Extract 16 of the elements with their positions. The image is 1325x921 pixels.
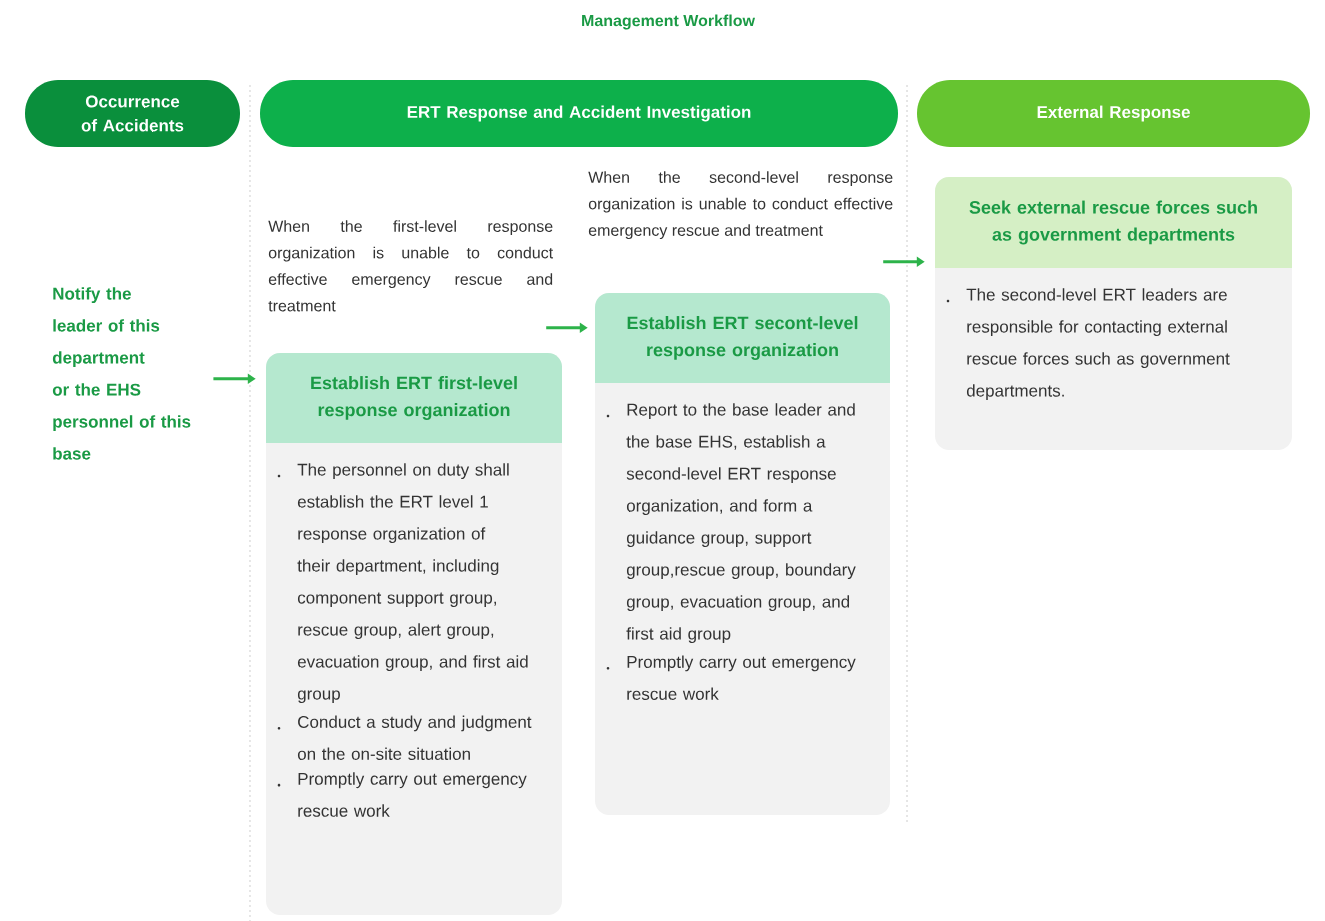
header-pill: Occurrence of Accidents — [25, 80, 240, 147]
bullet-item: The second-level ERT leaders are responsible for contacting external rescue forces such as government departments. — [946, 288, 1230, 401]
bullet-item: Promptly carry out emergency rescue work — [277, 772, 527, 817]
edge-label: When the second-level response organization is unable to conduct effective emergency rescue and treatment — [588, 171, 893, 240]
card-header: Establish ERT secont-level response organization — [627, 316, 858, 360]
bullet-item: Conduct a study and judgment on the on-site situation — [277, 715, 532, 760]
edge-label: When the first-level response organization is unable to conduct effective emergency rescue and treatment — [268, 220, 554, 312]
bullet-item: Promptly carry out emergency rescue work — [606, 655, 856, 700]
card-header: Establish ERT first-level response organization — [311, 376, 517, 420]
card-header: Seek external rescue forces such as government departments — [969, 200, 1257, 245]
header-pill: ERT Response and Accident Investigation — [260, 80, 898, 147]
bullet-item: The personnel on duty shall establish the ERT level 1 response organization of their department, including component support group, rescue group, alert group, evacuation group, and first aid group — [277, 463, 528, 704]
step-text: Notify the leader of this department or the EHS personnel of this base — [52, 287, 191, 460]
header-pill: External Response — [917, 80, 1310, 147]
title: Management Workflow — [582, 14, 755, 30]
bullet-item: Report to the base leader and the base EHS, establish a second-level ERT response organization, and form a guidance group, support group,rescue group, boundary group, evacuation group, and first aid group — [606, 403, 856, 644]
